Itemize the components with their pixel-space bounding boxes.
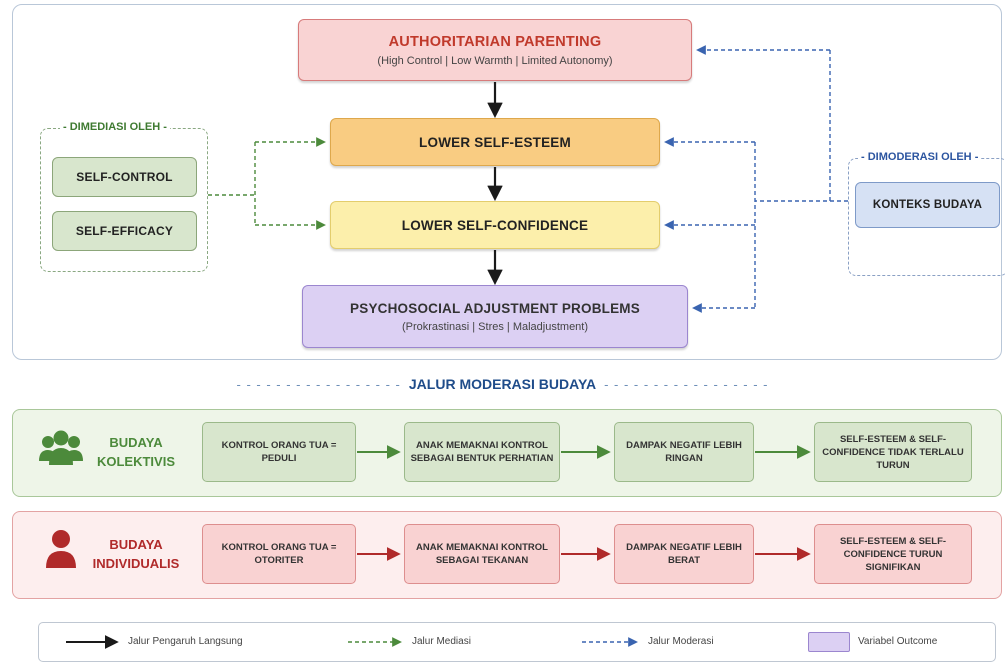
legend-outcome-swatch [808, 632, 850, 652]
lower-self-confidence-label: LOWER SELF-CONFIDENCE [401, 217, 589, 233]
psychosocial-subtitle: (Prokrastinasi | Stres | Maladjustment) [401, 320, 589, 333]
self-control-box: SELF-CONTROL [52, 157, 197, 197]
moderation-section-title: - - - - - - - - - - - - - - - - - JALUR … [0, 376, 1005, 392]
individualist-step-3: DAMPAK NEGATIF LEBIH BERAT [614, 524, 754, 584]
legend-direct-label: Jalur Pengaruh Langsung [128, 636, 243, 647]
legend-mediation-label: Jalur Mediasi [412, 636, 471, 647]
individualist-step-2: ANAK MEMAKNAI KONTROL SEBAGAI TEKANAN [404, 524, 560, 584]
collectivist-step-3: DAMPAK NEGATIF LEBIH RINGAN [614, 422, 754, 482]
self-efficacy-box: SELF-EFFICACY [52, 211, 197, 251]
title-dash-left: - - - - - - - - - - - - - - - - - [236, 376, 401, 392]
group-people-icon [39, 430, 83, 465]
collectivist-step-1: KONTROL ORANG TUA = PEDULI [202, 422, 356, 482]
individualist-label: BUDAYA INDIVIDUALIS [92, 537, 180, 571]
psychosocial-problems-box: PSYCHOSOCIAL ADJUSTMENT PROBLEMS (Prokra… [302, 285, 688, 348]
lower-self-esteem-box: LOWER SELF-ESTEEM [330, 118, 660, 166]
self-efficacy-label: SELF-EFFICACY [75, 224, 174, 238]
konteks-budaya-box: KONTEKS BUDAYA [855, 182, 1000, 228]
psychosocial-title: PSYCHOSOCIAL ADJUSTMENT PROBLEMS [350, 300, 640, 316]
moderation-title-text: JALUR MODERASI BUDAYA [408, 376, 597, 392]
authoritarian-title: AUTHORITARIAN PARENTING [388, 33, 602, 50]
title-dash-right: - - - - - - - - - - - - - - - - - [604, 376, 769, 392]
mediation-connectors [208, 137, 326, 230]
konteks-budaya-label: KONTEKS BUDAYA [872, 199, 983, 211]
lower-self-esteem-label: LOWER SELF-ESTEEM [419, 134, 571, 150]
individualist-step-1: KONTROL ORANG TUA = OTORITER [202, 524, 356, 584]
individualist-step-4: SELF-ESTEEM & SELF-CONFIDENCE TURUN SIGN… [814, 524, 972, 584]
self-control-label: SELF-CONTROL [76, 170, 173, 184]
moderator-label: - DIMODERASI OLEH - [858, 151, 982, 163]
mediator-label: - DIMEDIASI OLEH - [60, 121, 170, 133]
legend-moderation-label: Jalur Moderasi [648, 636, 714, 647]
lower-self-confidence-box: LOWER SELF-CONFIDENCE [330, 201, 660, 249]
authoritarian-subtitle: (High Control | Low Warmth | Limited Aut… [377, 54, 613, 67]
collectivist-step-4: SELF-ESTEEM & SELF-CONFIDENCE TIDAK TERL… [814, 422, 972, 482]
moderation-connectors [664, 45, 848, 313]
collectivist-step-2: ANAK MEMAKNAI KONTROL SEBAGAI BENTUK PER… [404, 422, 560, 482]
authoritarian-parenting-box: AUTHORITARIAN PARENTING (High Control | … [298, 19, 692, 81]
person-icon [46, 530, 76, 568]
collectivist-label: BUDAYA KOLEKTIVIS [96, 435, 175, 469]
legend-outcome-label: Variabel Outcome [858, 636, 938, 647]
